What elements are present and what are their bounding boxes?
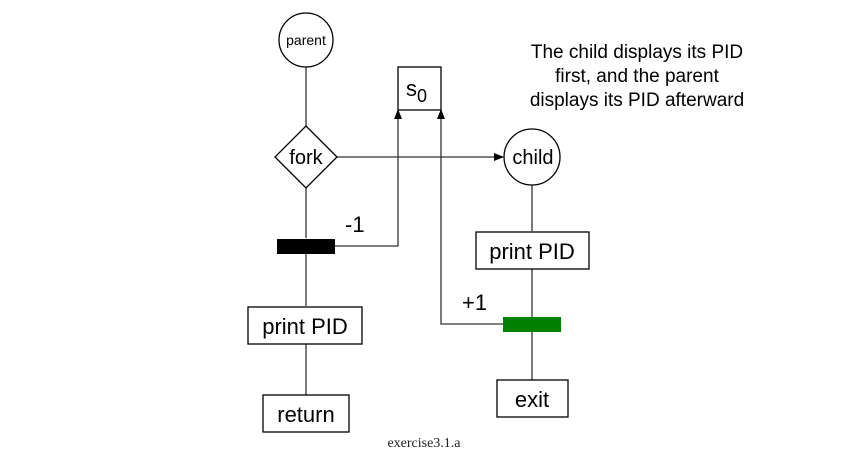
parent-return-label: return (277, 402, 334, 427)
note-line-3: displays its PID afterward (530, 90, 744, 111)
explanation-note: The child displays its PID first, and th… (530, 42, 744, 111)
child-semaphore-bar (503, 317, 561, 332)
parent-print-node: print PID (247, 306, 363, 345)
fork-label: fork (289, 147, 323, 169)
minus-one-label: -1 (345, 212, 365, 237)
semaphore-label: s0 (406, 76, 427, 106)
plus-one-label: +1 (462, 290, 487, 315)
parent-node: parent (278, 12, 334, 68)
child-exit-label: exit (515, 387, 549, 412)
child-exit-node: exit (496, 379, 569, 418)
child-label: child (512, 147, 553, 169)
semaphore-subscript: 0 (417, 86, 427, 106)
note-line-2: first, and the parent (555, 66, 719, 87)
semaphore-name: s (406, 76, 417, 101)
parent-semaphore-bar (277, 239, 335, 254)
figure-caption: exercise3.1.a (387, 436, 461, 451)
parent-return-node: return (262, 394, 350, 433)
child-print-label: print PID (489, 239, 575, 264)
child-node: child (503, 128, 561, 186)
parent-print-label: print PID (262, 314, 348, 339)
parent-label: parent (286, 32, 326, 48)
fork-node: fork (274, 125, 338, 189)
edge-parent-bar-semaphore (335, 109, 402, 247)
edge-child-bar-semaphore (437, 109, 503, 325)
child-print-node: print PID (475, 231, 590, 270)
semaphore-node: s0 (397, 66, 442, 111)
note-line-1: The child displays its PID (531, 42, 743, 63)
